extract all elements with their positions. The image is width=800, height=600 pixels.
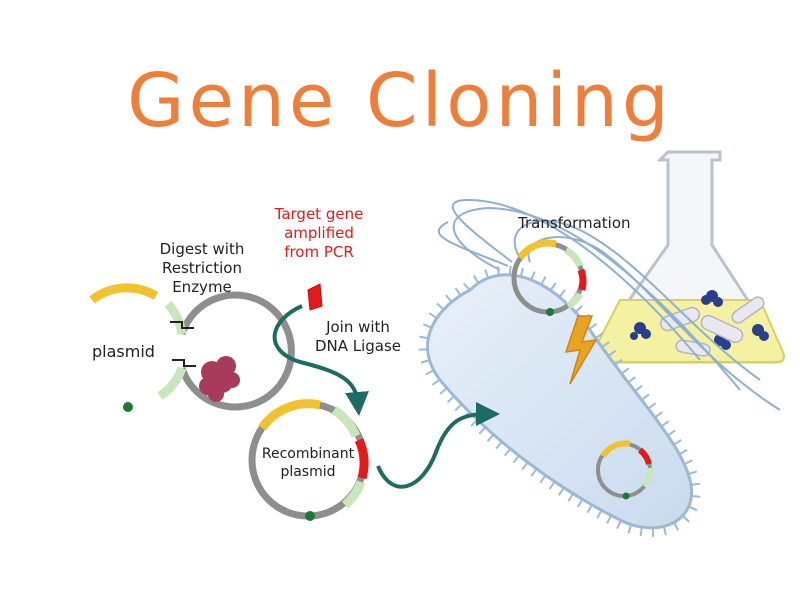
arrow-to-recombinant [272, 304, 369, 416]
recombinant-line-1: Recombinant [261, 446, 355, 462]
target-line-1: Target gene [274, 205, 364, 223]
transformation-plasmid [511, 239, 587, 316]
join-line-1: Join with [326, 318, 390, 336]
plasmid-in-bacterium [596, 440, 654, 500]
target-gene-fragment [307, 283, 323, 311]
recombinant-plasmid-label: Recombinant plasmid [252, 446, 364, 481]
diagram-title: Gene Cloning [127, 58, 673, 144]
digest-line-3: Enzyme [172, 277, 232, 296]
recombinant-plasmid [248, 399, 369, 521]
plasmid-label: plasmid [92, 342, 155, 361]
target-line-3: from PCR [284, 242, 354, 261]
transformation-label: Transformation [518, 214, 631, 232]
ligase-label: Join with DNA Ligase [308, 318, 408, 356]
arrow-to-bacterium [376, 402, 500, 489]
target-line-2: amplified [284, 223, 354, 242]
target-gene-label: Target gene amplified from PCR [256, 205, 382, 261]
bacterium-cell [418, 265, 701, 537]
digest-label: Digest with Restriction Enzyme [150, 240, 254, 296]
restriction-cut-marks [170, 321, 196, 367]
join-line-2: DNA Ligase [314, 336, 402, 355]
restriction-enzyme-icon [199, 356, 240, 402]
digest-line-2: Restriction [162, 258, 242, 277]
plasmid-ring [89, 283, 295, 412]
recombinant-line-2: plasmid [280, 463, 336, 480]
lightning-icon [564, 315, 598, 385]
digest-line-1: Digest with [159, 240, 245, 258]
